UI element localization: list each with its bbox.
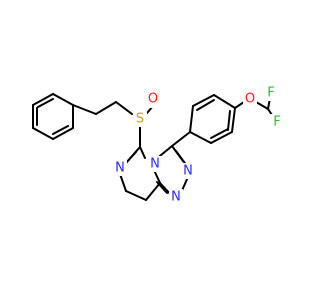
- bond: [32, 93, 54, 106]
- bond: [189, 105, 194, 133]
- sulfoxide-oxygen-label: O: [148, 92, 158, 107]
- triazole-nitrogen-label: N: [171, 190, 181, 205]
- bond: [115, 101, 133, 115]
- fluorine-label: F: [267, 86, 274, 101]
- pyrazine-nitrogen-label: N: [115, 161, 125, 176]
- label-backdrop: [270, 114, 284, 130]
- label-backdrop: [146, 92, 160, 108]
- bond: [153, 169, 161, 184]
- fluorine-label: F: [273, 115, 280, 130]
- molecule-diagram: O S N N N N O F F: [32, 85, 284, 205]
- bond: [37, 98, 54, 108]
- bond: [255, 101, 269, 110]
- label-backdrop: [181, 163, 195, 179]
- bond: [234, 101, 245, 109]
- bond: [213, 94, 236, 109]
- ether-oxygen-label: O: [245, 92, 255, 107]
- atom-labels: O S N N N N O F F: [113, 85, 284, 205]
- label-backdrop: [148, 156, 162, 172]
- structure-canvas: O S N N N N O F F: [32, 85, 284, 205]
- bond: [227, 110, 231, 131]
- label-backdrop: [133, 111, 147, 127]
- bond: [52, 93, 74, 106]
- label-backdrop: [113, 160, 127, 176]
- bond: [231, 107, 236, 133]
- triazole-nitrogen-label: N: [183, 164, 193, 179]
- bond-layer: [32, 93, 275, 201]
- bond: [72, 104, 97, 115]
- bond: [95, 101, 117, 115]
- sulfur-label: S: [136, 112, 144, 127]
- label-backdrop: [264, 85, 278, 101]
- bond: [119, 173, 127, 192]
- bond: [145, 182, 161, 201]
- label-backdrop: [169, 189, 183, 205]
- bond: [52, 125, 69, 135]
- label-backdrop: [243, 91, 257, 107]
- bond: [171, 131, 191, 147]
- bond: [139, 146, 146, 159]
- bond: [125, 190, 147, 201]
- bridge-nitrogen-label: N: [150, 157, 160, 172]
- bond: [189, 131, 212, 144]
- bond: [156, 181, 168, 194]
- bond: [52, 127, 74, 140]
- bond: [210, 131, 233, 144]
- bond: [196, 99, 215, 111]
- bond: [210, 128, 229, 139]
- bond: [192, 94, 215, 107]
- bond: [32, 127, 54, 140]
